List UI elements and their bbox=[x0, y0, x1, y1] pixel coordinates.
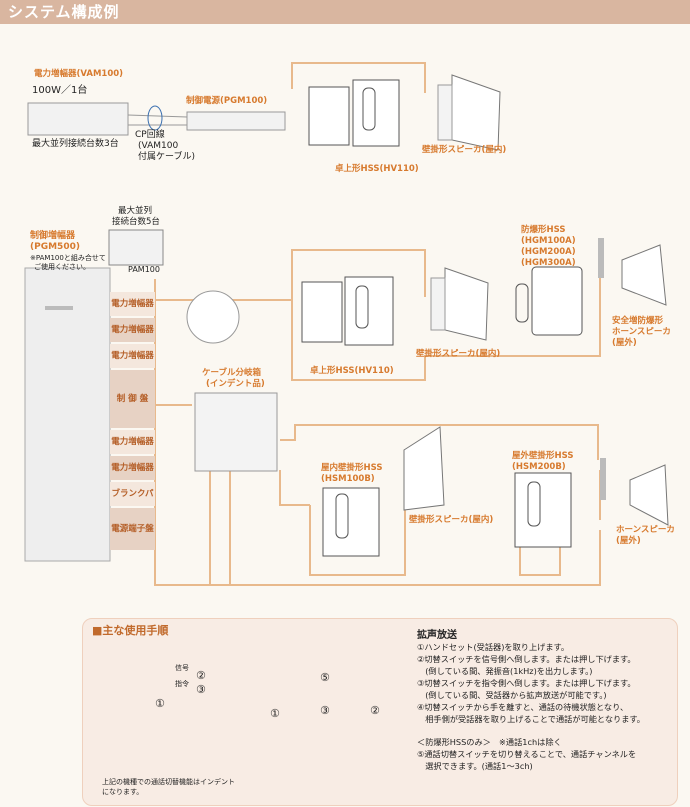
rack-row-amp2: 電力増幅器2 bbox=[110, 318, 155, 359]
rack-row-power: 電源端子盤 bbox=[110, 508, 155, 550]
callout-num5: ⑤ bbox=[320, 671, 330, 684]
pgm500-note1: ※PAM100と組み合せて bbox=[30, 254, 106, 262]
explosion-hss-label1: 防爆形HSS bbox=[521, 225, 566, 235]
hv110-phone-top bbox=[352, 79, 400, 147]
wall-speaker-label-low: 壁掛形スピーカ(屋内) bbox=[409, 515, 494, 525]
horn-safe-label1: 安全増防爆形 bbox=[612, 316, 664, 326]
hv110-junction-top bbox=[308, 86, 350, 146]
cable-box-label2: (インデント品) bbox=[206, 379, 265, 389]
wall-speaker-label-top: 壁掛形スピーカ(屋内) bbox=[422, 145, 507, 155]
usage-guide-title: ■主な使用手順 bbox=[92, 624, 169, 637]
rack-row-control: 制 御 盤 bbox=[110, 370, 155, 428]
pam100-max2: 接続台数5台 bbox=[112, 217, 160, 227]
pgm100-unit bbox=[186, 111, 286, 131]
callout-num1-left: ① bbox=[155, 697, 165, 710]
hv110-phone-mid bbox=[344, 276, 394, 346]
control-panel-zoom bbox=[186, 290, 240, 344]
cp-line-sub2: 付属ケーブル) bbox=[138, 152, 195, 162]
page-title: システム構成例 bbox=[8, 3, 120, 21]
wall-speaker-mid bbox=[444, 267, 489, 341]
explosion-hss bbox=[531, 266, 583, 336]
rack-row-amp3: 電力増幅器3 bbox=[110, 344, 155, 385]
rack-row-amp4: 電力増幅器4 bbox=[110, 430, 155, 471]
callout-num3-right: ③ bbox=[320, 704, 330, 717]
pgm500-label1: 制御増幅器 bbox=[30, 231, 76, 241]
explosion-hss-label2: (HGM100A) bbox=[521, 236, 576, 246]
rack-row-blank: ブランクパネル bbox=[110, 482, 155, 523]
explosion-hss-label4: (HGM300A) bbox=[521, 258, 576, 268]
rack-row-amp1: 電力増幅器1 bbox=[110, 292, 155, 333]
step-line: (倒している間、発振音(1kHz)を出力します。) bbox=[417, 666, 593, 676]
step-line: ①ハンドセット(受話器)を取り上げます。 bbox=[417, 642, 570, 652]
callout-num2: ② bbox=[196, 669, 206, 682]
outdoor-wall-hss-label1: 屋外壁掛形HSS bbox=[512, 451, 574, 461]
horn-safe-label3: (屋外) bbox=[612, 338, 637, 348]
callout-num2-right: ② bbox=[370, 704, 380, 717]
vam100-max: 最大並列接続台数3台 bbox=[32, 139, 119, 149]
pgm500-note2: ご使用ください。 bbox=[34, 263, 90, 271]
cp-line-loop bbox=[147, 105, 163, 131]
step-line: ④切替スイッチから手を離すと、通話の待機状態となり、 bbox=[417, 702, 629, 712]
wall-speaker-top bbox=[451, 74, 501, 151]
vam100-amp bbox=[27, 102, 129, 136]
pam100-unit bbox=[108, 229, 164, 266]
explosion-hss-label3: (HGM200A) bbox=[521, 247, 576, 257]
handset-icon bbox=[335, 493, 349, 539]
callout-command: 指令 bbox=[175, 680, 189, 688]
handset-icon bbox=[515, 283, 529, 323]
hv110-junction-mid bbox=[301, 281, 343, 343]
horn-label2: (屋外) bbox=[616, 536, 641, 546]
step-line: ＜防爆形HSSのみ＞ ※通話1chは除く bbox=[417, 737, 562, 747]
handset-icon bbox=[362, 87, 376, 131]
step-line: 選択できます。(通話1～3ch) bbox=[417, 761, 533, 771]
pgm500-label2: (PGM500) bbox=[30, 242, 80, 252]
cable-junction-box bbox=[194, 392, 278, 472]
header-bar bbox=[0, 0, 690, 24]
horn-speaker-safe bbox=[621, 244, 667, 306]
step-line: 相手側が受話器を取り上げることで通話が可能となります。 bbox=[417, 714, 645, 724]
horn-safe-label2: ホーンスピーカ bbox=[612, 327, 671, 337]
wall-speaker-low bbox=[403, 426, 445, 511]
pam100-label: PAM100 bbox=[128, 265, 160, 274]
hv110-label-top: 卓上形HSS(HV110) bbox=[335, 164, 419, 174]
guide-caption2: になります。 bbox=[102, 788, 144, 796]
pgm100-label: 制御電源(PGM100) bbox=[186, 96, 268, 106]
rack-row-amp5: 電力増幅器5 bbox=[110, 456, 155, 497]
callout-signal: 信号 bbox=[175, 664, 189, 672]
handset-icon bbox=[527, 481, 541, 527]
step-line: ②切替スイッチを信号側へ倒します。または押し下げます。 bbox=[417, 654, 636, 664]
handset-icon bbox=[355, 285, 369, 329]
cp-line-label: CP回線 bbox=[135, 130, 165, 140]
wall-speaker-label-mid: 壁掛形スピーカ(屋内) bbox=[416, 349, 501, 359]
hv110-label-mid: 卓上形HSS(HV110) bbox=[310, 366, 394, 376]
pgm500-cabinet bbox=[24, 267, 111, 562]
guide-caption1: 上記の機種での通話切替機能はインデント bbox=[102, 778, 235, 786]
step-line: ③切替スイッチを指令側へ倒します。または押し下げます。 bbox=[417, 678, 636, 688]
section-title: 拡声放送 bbox=[417, 630, 457, 641]
horn-label1: ホーンスピーカ bbox=[616, 525, 675, 535]
step-line: ⑤通話切替スイッチを切り替えることで、通話チャンネルを bbox=[417, 749, 637, 759]
indoor-wall-hss bbox=[322, 487, 380, 557]
outdoor-wall-hss bbox=[514, 472, 572, 548]
callout-num3-left: ③ bbox=[196, 683, 206, 696]
step-line: (倒している間、受話器から拡声放送が可能です。) bbox=[417, 690, 607, 700]
pam100-max1: 最大並列 bbox=[118, 206, 153, 216]
callout-num1-right: ① bbox=[270, 707, 280, 720]
cp-line-sub1: (VAM100 bbox=[138, 141, 179, 151]
indoor-wall-hss-label2: (HSM100B) bbox=[321, 474, 375, 484]
vam100-spec: 100W／1台 bbox=[32, 85, 88, 96]
vam100-label: 電力増幅器(VAM100) bbox=[34, 69, 124, 79]
usage-guide-panel bbox=[82, 618, 678, 806]
cable-box-label1: ケーブル分岐箱 bbox=[202, 368, 261, 378]
outdoor-wall-hss-label2: (HSM200B) bbox=[512, 462, 566, 472]
horn-speaker bbox=[629, 464, 669, 526]
indoor-wall-hss-label1: 屋内壁掛形HSS bbox=[321, 463, 383, 473]
